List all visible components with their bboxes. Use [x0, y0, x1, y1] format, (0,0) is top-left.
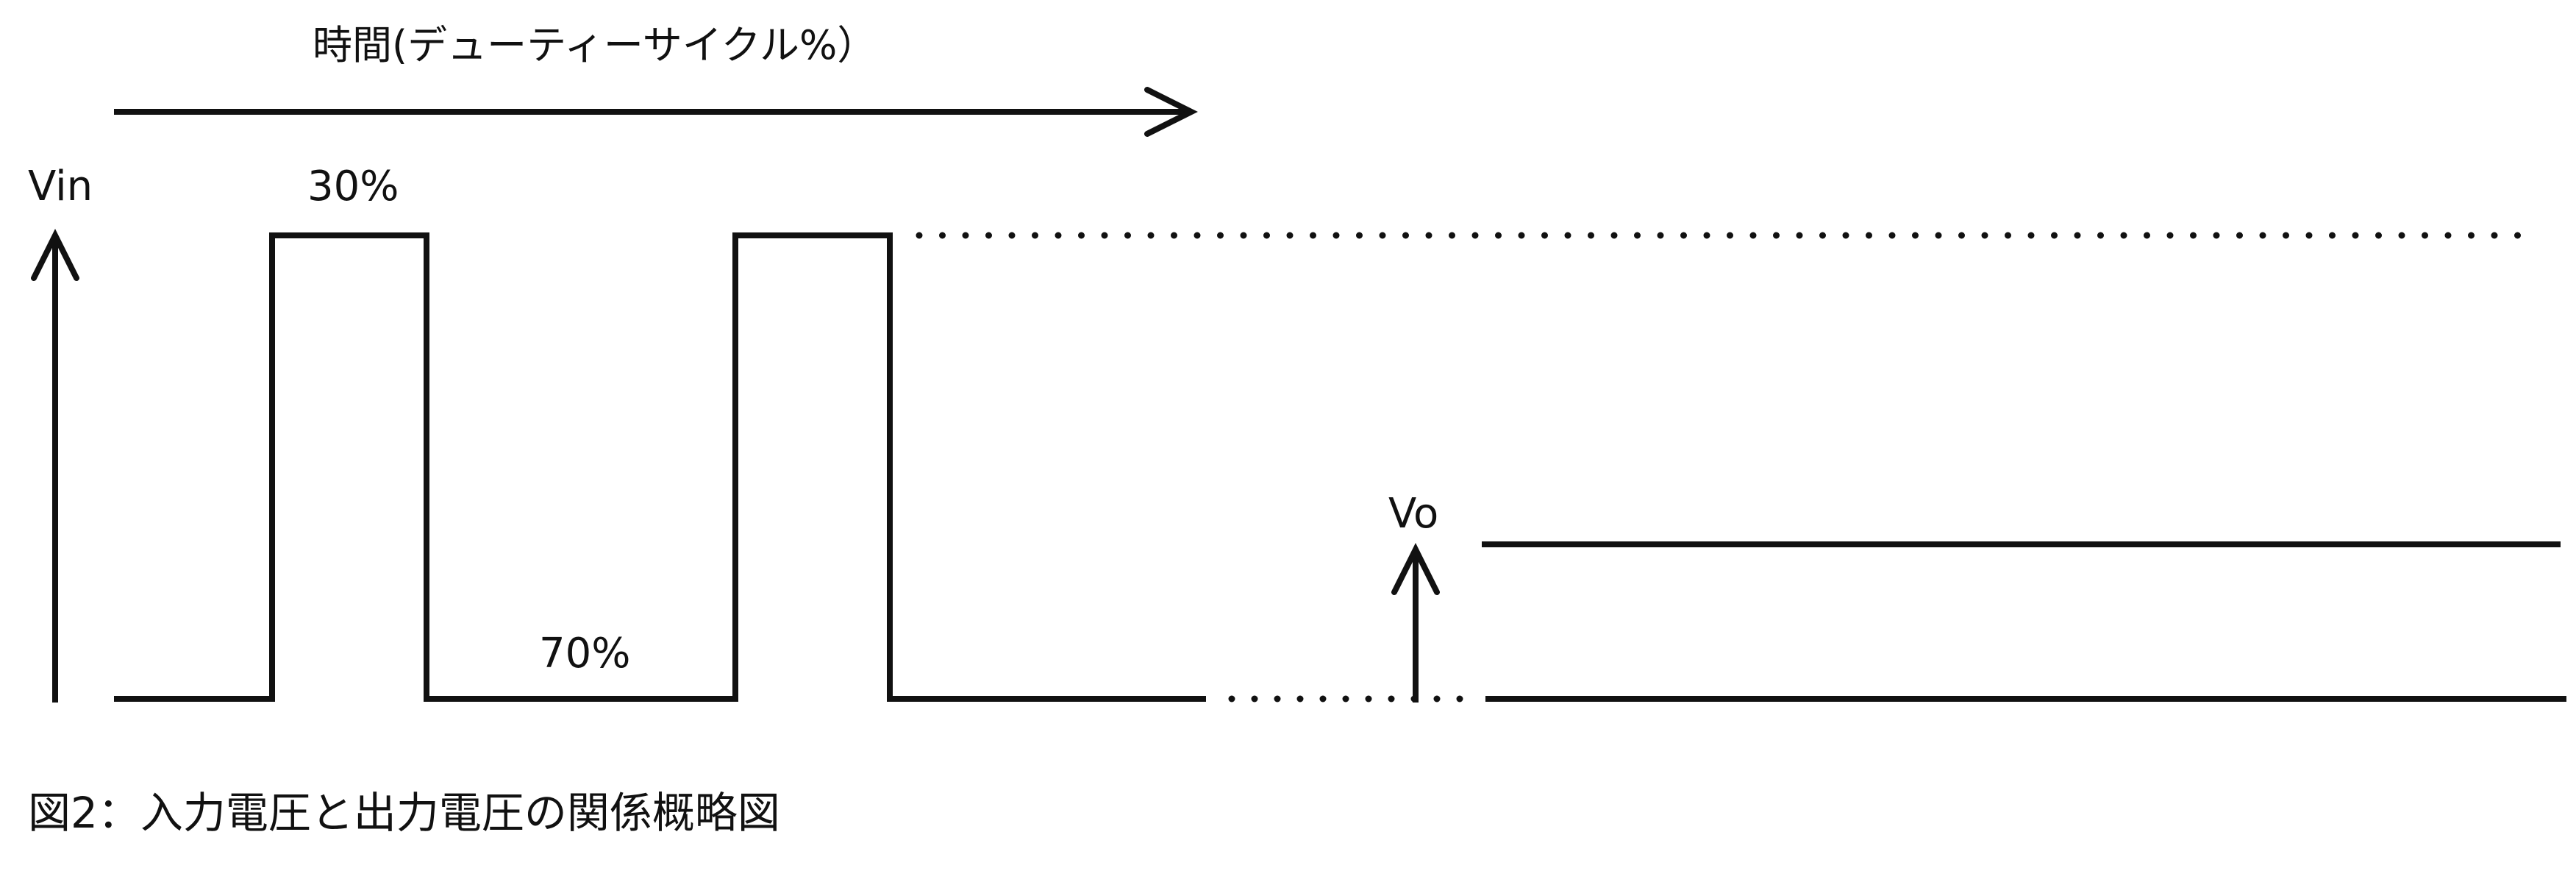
vin-high-dotted-line — [916, 232, 2521, 239]
dot — [1101, 232, 1108, 239]
dot — [1425, 232, 1433, 239]
dot — [2190, 232, 2197, 239]
dot — [2375, 232, 2382, 239]
dot — [1332, 232, 1340, 239]
dot — [1888, 232, 1896, 239]
input-pulse-waveform — [114, 232, 1206, 702]
dot — [1981, 232, 1988, 239]
dot — [1657, 232, 1664, 239]
dot — [1866, 232, 1872, 239]
dot — [2120, 232, 2127, 239]
dot — [1356, 232, 1363, 239]
dot — [2468, 232, 2475, 239]
figure-caption: 図2：入力電圧と出力電圧の関係概略図 — [28, 788, 780, 838]
dot — [1433, 695, 1441, 703]
dot — [1379, 232, 1386, 239]
dot — [1078, 232, 1085, 239]
dot — [1263, 232, 1270, 239]
dot — [1634, 232, 1641, 239]
dot — [2051, 232, 2058, 239]
dot — [1564, 232, 1571, 239]
dot — [2352, 232, 2359, 239]
dot — [1124, 232, 1131, 239]
dot — [1471, 232, 1479, 239]
dot — [1147, 232, 1155, 239]
dot — [1610, 232, 1618, 239]
dot — [1796, 232, 1803, 239]
dot — [1402, 232, 1409, 239]
dot — [1819, 232, 1826, 239]
dot — [2305, 232, 2313, 239]
dot — [1588, 232, 1594, 239]
dot — [2027, 232, 2035, 239]
dot — [1055, 232, 1062, 239]
dot — [1296, 695, 1304, 703]
dot — [2422, 232, 2428, 239]
dot — [1240, 232, 1247, 239]
dot — [1842, 232, 1849, 239]
dot — [2398, 232, 2405, 239]
dot — [1388, 695, 1395, 703]
dot — [1773, 232, 1780, 239]
duty-on-label: 30% — [307, 163, 399, 210]
dot — [1935, 232, 1942, 239]
time-axis-label: 時間(デューティーサイクル%） — [313, 22, 877, 68]
dot — [1228, 695, 1235, 703]
dot — [2166, 232, 2174, 239]
dot — [1032, 232, 1038, 239]
dot — [2514, 232, 2521, 239]
dot — [2005, 232, 2011, 239]
dot — [2444, 232, 2452, 239]
dot — [1008, 232, 1016, 239]
dot — [1456, 695, 1463, 703]
dot — [1495, 232, 1502, 239]
duty-off-label: 70% — [539, 630, 630, 677]
dot — [1449, 232, 1455, 239]
dot — [1365, 695, 1372, 703]
dot — [985, 232, 992, 239]
dot — [1912, 232, 1919, 239]
dot — [1319, 695, 1327, 703]
dot — [1217, 232, 1224, 239]
dot — [1541, 232, 1548, 239]
dot — [1727, 232, 1733, 239]
time-axis-arrowhead — [1144, 87, 1198, 137]
dot — [1286, 232, 1294, 239]
vo-axis-arrowhead — [1391, 543, 1440, 595]
dot — [1194, 232, 1201, 239]
dot — [939, 232, 946, 239]
dot — [1518, 232, 1525, 239]
dot — [2236, 232, 2243, 239]
baseline-dotted-line — [1228, 695, 1463, 703]
dot — [962, 232, 969, 239]
vo-label: Vo — [1388, 490, 1438, 538]
dot — [1680, 232, 1687, 239]
dot — [1274, 695, 1281, 703]
dot — [1958, 232, 1965, 239]
dot — [1703, 232, 1710, 239]
dot — [2329, 232, 2336, 239]
dot — [2283, 232, 2289, 239]
dot — [1749, 232, 1757, 239]
dot — [2213, 232, 2220, 239]
dot — [1251, 695, 1258, 703]
dot — [2144, 232, 2150, 239]
dot — [2491, 232, 2498, 239]
dot — [2259, 232, 2266, 239]
dot — [2097, 232, 2104, 239]
dot — [1171, 232, 1177, 239]
vin-label: Vin — [28, 163, 93, 210]
dot — [1310, 232, 1316, 239]
vin-axis-arrowhead — [31, 229, 79, 281]
dot — [2074, 232, 2081, 239]
dot — [1342, 695, 1349, 703]
dot — [916, 232, 923, 239]
